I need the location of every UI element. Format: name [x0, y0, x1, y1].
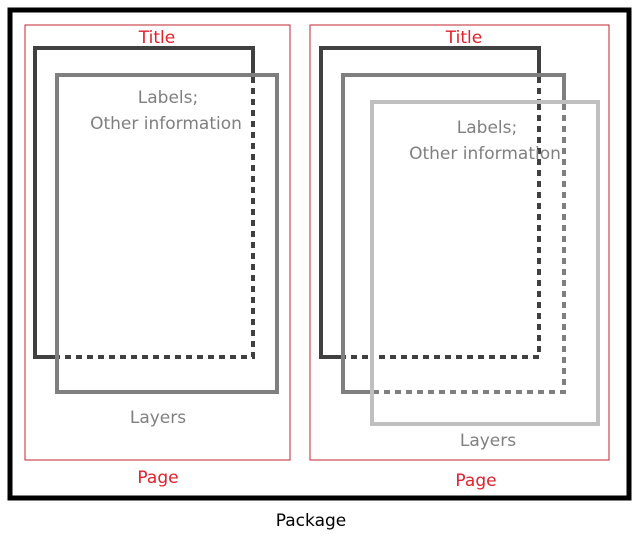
page-1-layers-label: Layers [130, 408, 186, 428]
page-1-footer: Page [137, 468, 178, 488]
page-2-layer-middle-covered-edge [374, 104, 566, 394]
page-2-layer-front [370, 100, 600, 426]
page-2-layers-label: Layers [460, 431, 516, 451]
page-frame-2 [309, 24, 610, 461]
page-2-title: Title [445, 28, 482, 48]
page-1-title: Title [138, 28, 175, 48]
page-1-info-line-2: Other information [90, 114, 242, 134]
page-frame-1 [24, 24, 291, 461]
page-1-layer-front [55, 73, 279, 394]
package-frame [7, 7, 632, 501]
package-label: Package [276, 511, 346, 531]
page-2-info-line-1: Labels; [457, 118, 517, 138]
page-2-footer: Page [455, 471, 496, 491]
page-1-info-line-1: Labels; [138, 88, 198, 108]
page-2-info-line-2: Other information [409, 144, 561, 164]
page-1-layer-back-hidden-edge [59, 77, 255, 359]
page-2-layer-back-covered-edge [374, 104, 541, 359]
